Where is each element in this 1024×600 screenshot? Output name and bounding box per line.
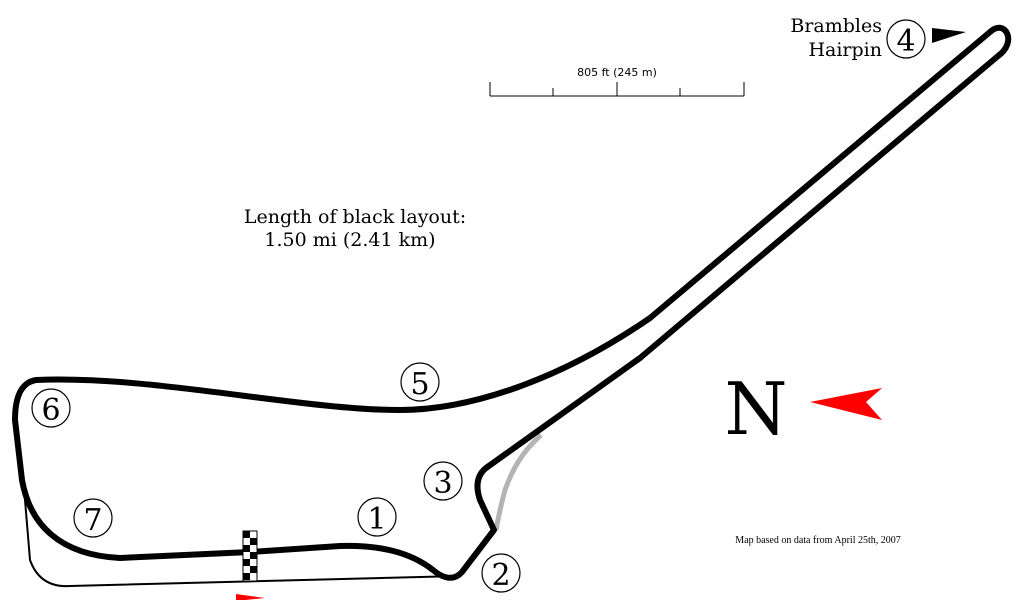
corner-number: 4	[896, 24, 915, 59]
corner-number: 6	[41, 393, 60, 428]
corner-number: 3	[433, 466, 452, 501]
start-finish-line	[242, 530, 258, 582]
scale-bar	[489, 82, 745, 97]
corner-number: 7	[83, 503, 102, 538]
hairpin-name-line1: Brambles	[790, 15, 882, 37]
map-credit: Map based on data from April 25th, 2007	[735, 535, 901, 546]
corner-marker-1: 1	[357, 497, 397, 537]
north-arrow-icon	[810, 388, 882, 420]
layout-length-value: 1.50 mi (2.41 km)	[264, 229, 435, 251]
alternate-chicane-grey	[493, 433, 543, 531]
corner-marker-3: 3	[423, 461, 463, 501]
corner-number: 5	[410, 367, 429, 402]
layout-length-label: Length of black layout:	[244, 206, 466, 228]
corner-number: 1	[367, 502, 386, 537]
corner-marker-7: 7	[73, 498, 113, 538]
direction-arrow-icon	[236, 594, 265, 600]
corner-marker-6: 6	[31, 388, 71, 428]
alternate-outer-layout	[23, 487, 461, 588]
main-circuit-layout	[12, 24, 1012, 581]
corner-marker-5: 5	[400, 362, 440, 402]
corner-marker-4: 4	[886, 19, 926, 59]
scale-label: 805 ft (245 m)	[577, 66, 657, 79]
corner-marker-2: 2	[481, 553, 521, 593]
north-label: N	[725, 367, 788, 451]
corner-number: 2	[491, 558, 510, 593]
hairpin-arrow-icon	[932, 28, 966, 43]
hairpin-name-line2: Hairpin	[808, 39, 882, 61]
